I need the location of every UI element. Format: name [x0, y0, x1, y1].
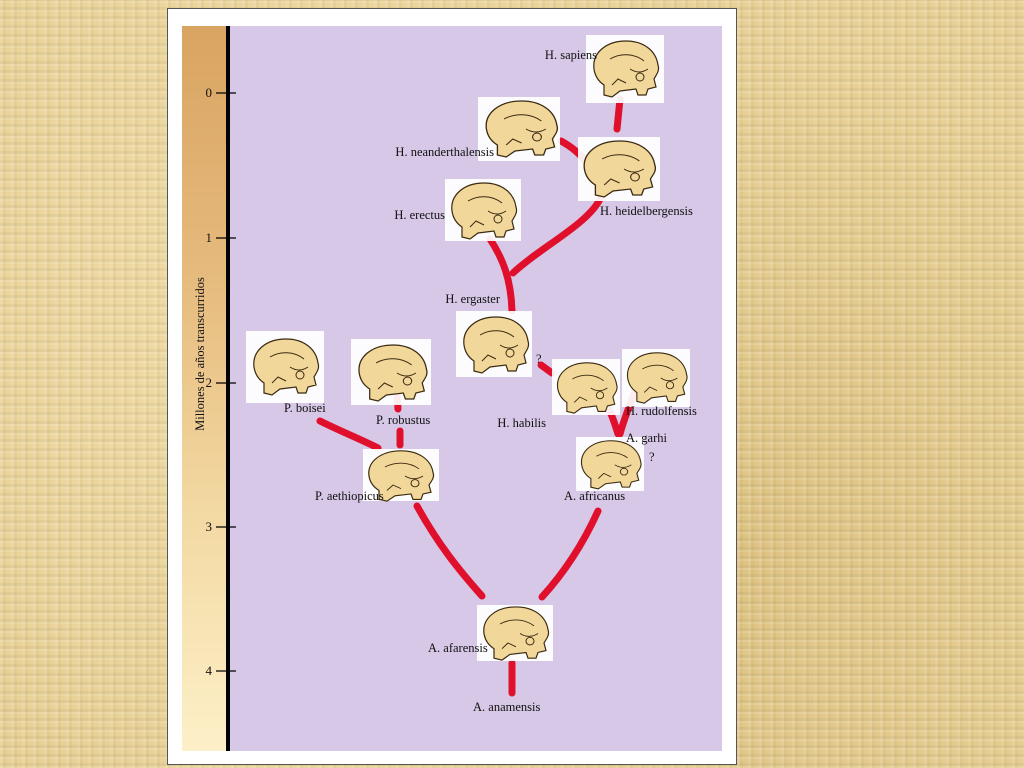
uncertain-mark-garhi: ? [649, 450, 655, 464]
time-axis-ticks: 0 1 2 3 4 [206, 85, 236, 678]
axis-title: Millones de años transcurridos [193, 277, 207, 431]
branch-sapiens-heidelbergensis [613, 95, 624, 133]
label-aethiopicus: P. aethiopicus [315, 489, 384, 503]
label-africanus: A. africanus [564, 489, 625, 503]
species-labels: H. sapiens H. neanderthalensis H. heidel… [284, 48, 697, 714]
tick-label-4: 4 [206, 663, 213, 678]
phylogeny-diagram: 0 1 2 3 4 Millones de años transcurridos [182, 26, 722, 751]
label-rudolfensis: H. rudolfensis [626, 404, 697, 418]
label-habilis: H. habilis [497, 416, 546, 430]
branch-boisei-aethiopicus [316, 417, 382, 452]
skull-boisei-icon [246, 331, 324, 403]
skull-aethiopicus-icon [363, 449, 439, 502]
skull-garhi-icon [576, 437, 644, 491]
skull-habilis-icon [552, 359, 620, 415]
skull-robustus-icon [351, 339, 431, 405]
time-axis-bar [182, 26, 227, 751]
slide-panel: 0 1 2 3 4 Millones de años transcurridos [167, 8, 737, 765]
tick-label-1: 1 [206, 230, 213, 245]
skull-rudolfensis-icon [622, 349, 690, 407]
skull-erectus-icon [445, 179, 521, 241]
skull-heidelbergensis-icon [578, 137, 660, 201]
label-robustus: P. robustus [376, 413, 430, 427]
branch-erectus-ergaster [486, 235, 516, 315]
skull-afarensis-icon [477, 605, 553, 661]
label-neanderthalensis: H. neanderthalensis [395, 145, 494, 159]
label-ergaster: H. ergaster [445, 292, 500, 306]
branch-africanus-afarensis [538, 507, 602, 601]
skull-neanderthalensis-icon [478, 97, 560, 161]
skull-sapiens-icon [586, 35, 664, 103]
uncertain-mark-ergaster-habilis: ? [536, 352, 542, 366]
label-heidelbergensis: H. heidelbergensis [600, 204, 693, 218]
tick-label-3: 3 [206, 519, 213, 534]
label-boisei: P. boisei [284, 401, 326, 415]
tick-label-0: 0 [206, 85, 213, 100]
label-erectus: H. erectus [394, 208, 445, 222]
branch-aethiopicus-afarensis [413, 502, 486, 600]
tick-label-2: 2 [206, 375, 213, 390]
skull-ergaster-icon [456, 311, 532, 377]
branch-ergaster-habilis [537, 361, 556, 377]
label-afarensis: A. afarensis [428, 641, 488, 655]
label-sapiens: H. sapiens [545, 48, 597, 62]
label-garhi: A. garhi [626, 431, 667, 445]
branch-heidelbergensis-ergaster [509, 195, 604, 277]
label-anamensis: A. anamensis [473, 700, 540, 714]
